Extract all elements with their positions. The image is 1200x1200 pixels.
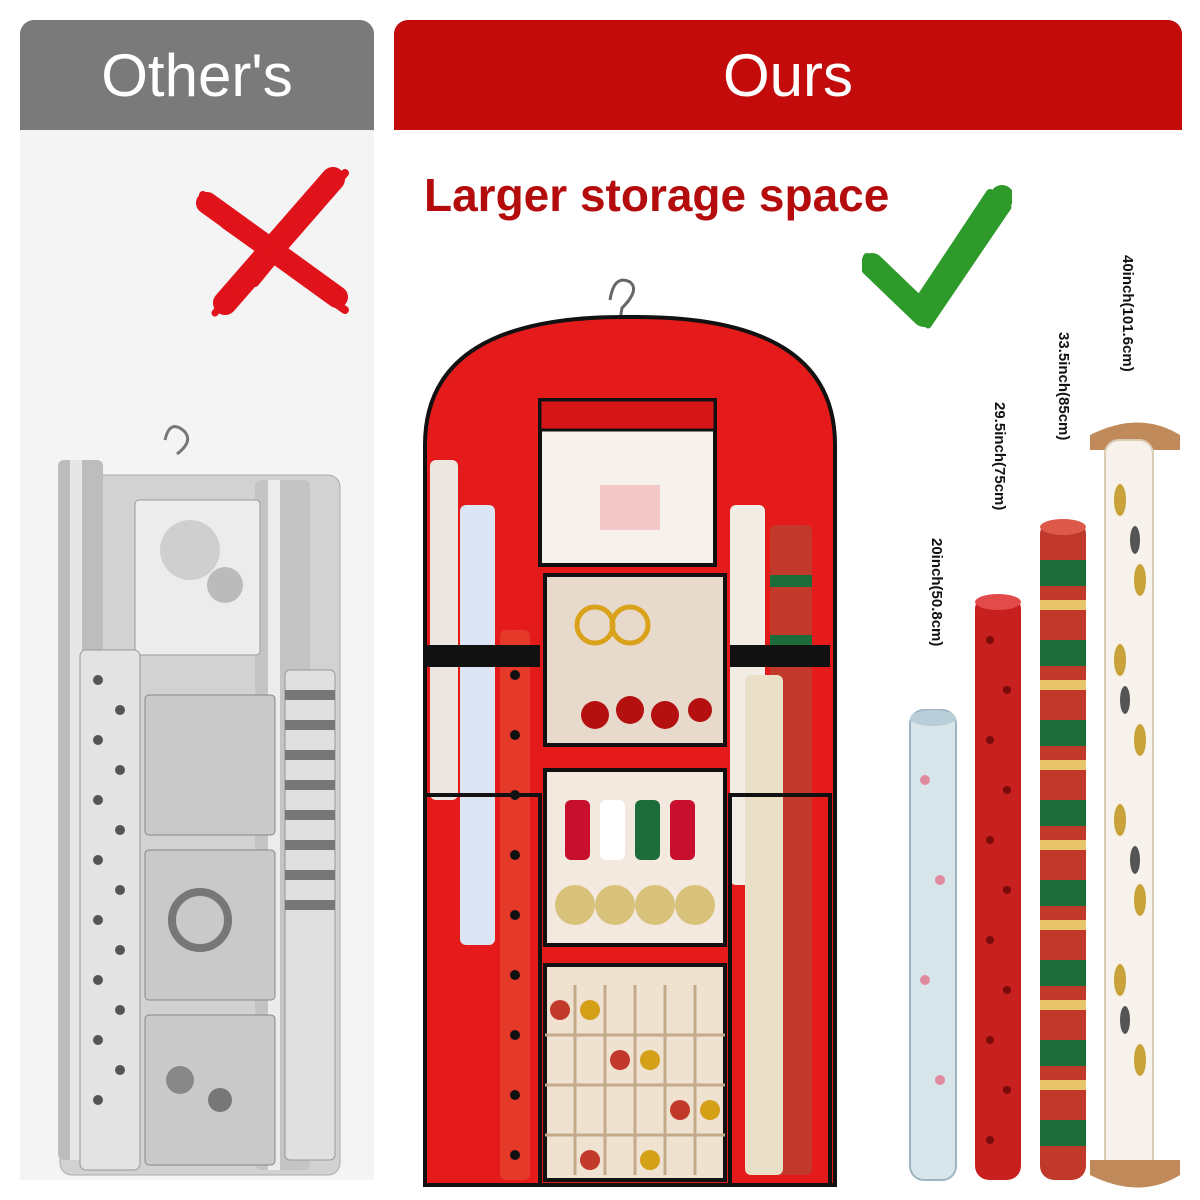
- cross-icon: [196, 167, 349, 317]
- check-icon: [862, 185, 1012, 329]
- others-header: Other's: [20, 20, 374, 130]
- wrapping-rolls-image: [909, 422, 1180, 1188]
- ours-title: Ours: [722, 41, 854, 109]
- others-title: Other's: [101, 41, 293, 109]
- headline: Larger storage space: [424, 169, 890, 221]
- roll-length-label-33: 33.5inch(85cm): [1055, 332, 1072, 441]
- ours-header: Ours: [394, 20, 1182, 130]
- roll-length-label-40: 40inch(101.6cm): [1119, 255, 1136, 372]
- red-organizer-image: [423, 278, 837, 1187]
- roll-length-label-29: 29.5inch(75cm): [991, 402, 1008, 511]
- roll-length-label-20: 20inch(50.8cm): [928, 538, 945, 647]
- grey-organizer-image: [58, 425, 341, 1176]
